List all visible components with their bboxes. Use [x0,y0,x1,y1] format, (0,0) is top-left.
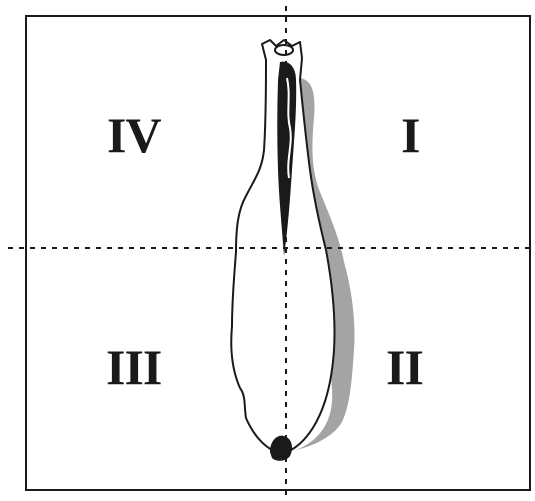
quadrant-label-ii: II [386,342,423,392]
quadrant-label-iv: IV [107,110,161,160]
quadrant-label-i: I [401,110,419,160]
quadrant-label-iii: III [106,342,161,392]
